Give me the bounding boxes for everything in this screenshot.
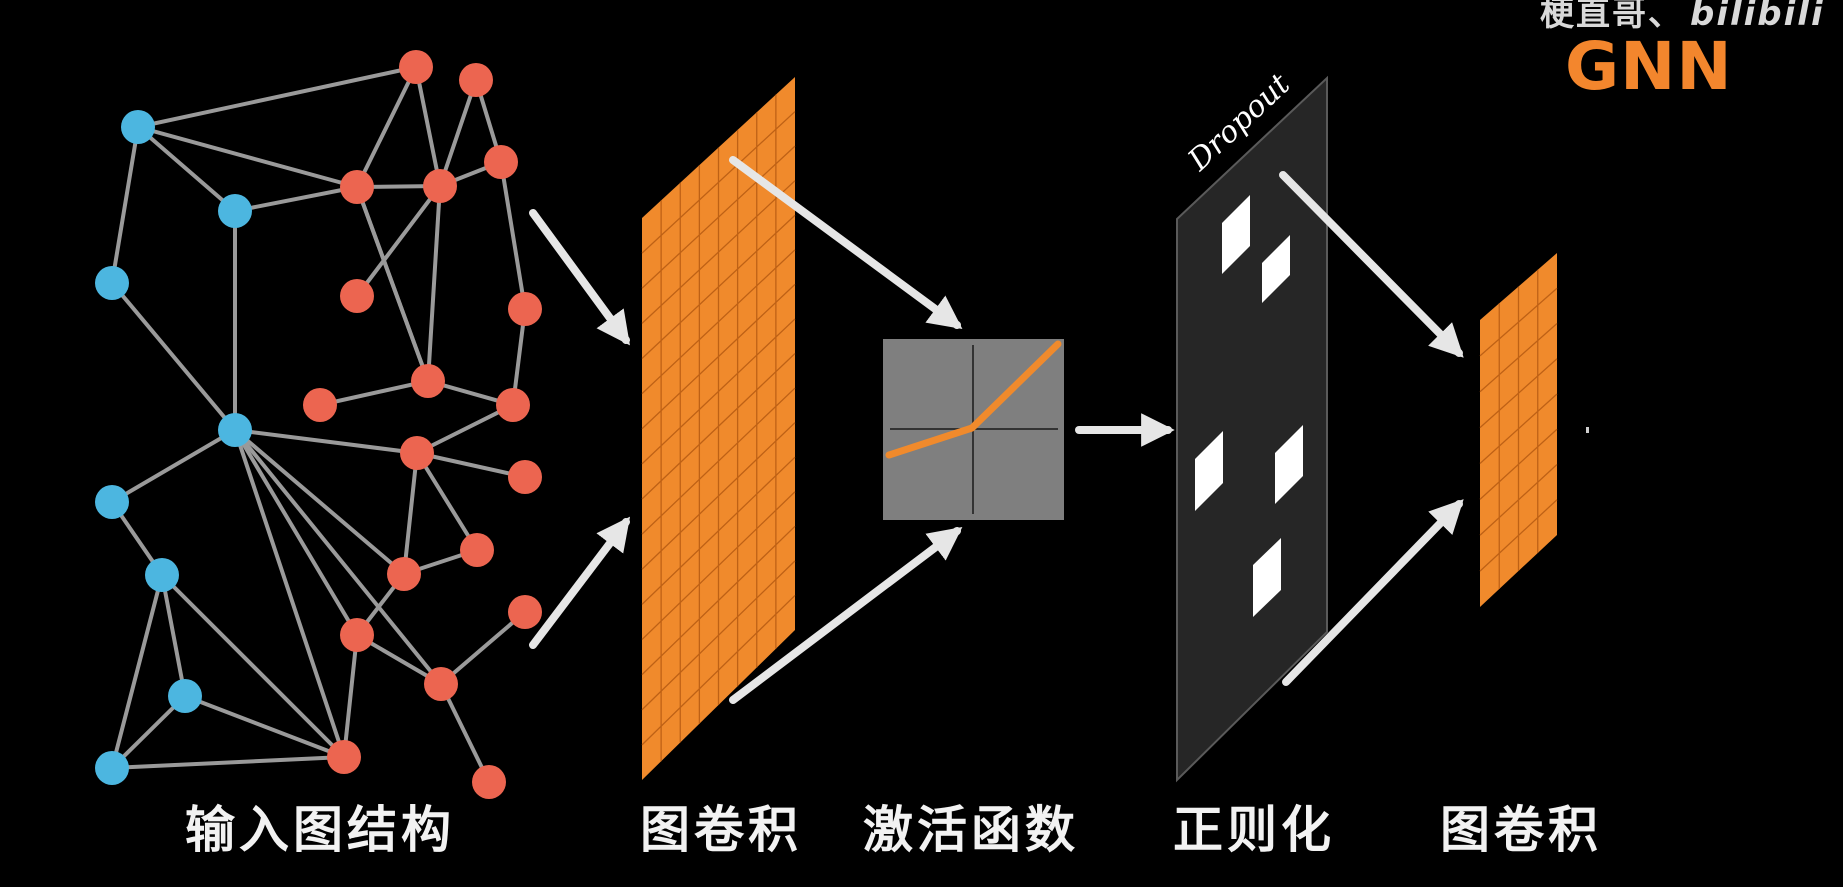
graph-node [400,436,434,470]
graph-edge [136,65,418,129]
graph-edge [183,694,346,759]
graph-node [340,170,374,204]
graph-edge [136,125,359,189]
graph-node [303,388,337,422]
input-graph [95,50,542,799]
graph-node [95,266,129,300]
graph-node [508,595,542,629]
graph-edge [136,125,237,213]
graph-node [459,63,493,97]
graph-node [168,679,202,713]
graph-node [496,388,530,422]
graph-node [121,110,155,144]
gcn-layer-1 [641,77,796,780]
graph-edge [233,428,346,759]
graph-node [218,194,252,228]
graph-edge [110,755,346,770]
graph-node [95,485,129,519]
graph-edge [233,428,419,455]
graph-edge [110,428,237,504]
dropout-panel: Dropout [1176,66,1328,783]
caption-regularization: 正则化 [1173,801,1335,859]
graph-edge [438,78,478,188]
graph-node [424,667,458,701]
graph-node [340,279,374,313]
watermark-gnn: GNN [1565,28,1733,105]
graph-edge [110,125,140,285]
graph-edge [233,428,359,637]
caption-input-graph: 输入图结构 [185,801,455,859]
graph-edge [499,160,527,311]
dropout-cells [1195,195,1303,617]
graph-node [399,50,433,84]
graph-node [472,765,506,799]
graph-edge [355,184,442,298]
graph-node [508,460,542,494]
graph-node [387,557,421,591]
graph-node [484,145,518,179]
graph-edge [426,184,442,383]
graph-node [327,740,361,774]
graph-edges [110,65,527,784]
caption-gcn-1: 图卷积 [640,801,802,859]
graph-edge [110,573,164,770]
relu-curve [885,340,1062,459]
watermark-author: 梗直哥、bilibili [1540,0,1825,34]
graph-edge [402,451,419,576]
gcn-layer-2 [1479,253,1558,607]
graph-edge [160,573,346,759]
graph-node [411,364,445,398]
caption-activation: 激活函数 [863,801,1079,859]
activation-panel [883,339,1064,520]
graph-edge [414,65,442,188]
graph-edge [233,428,406,576]
graph-edge [355,65,418,189]
graph-edge [110,694,187,770]
graph-node [95,751,129,785]
graph-edge [415,451,527,479]
graph-nodes [95,50,542,799]
graph-edge [110,281,237,432]
graph-edge [415,451,479,552]
graph-node [340,618,374,652]
flow-arrows [529,156,1464,704]
graph-node [218,413,252,447]
graph-edge [439,610,527,686]
graph-edge [342,633,359,759]
graph-edge [160,573,187,698]
caption-gcn-2: 图卷积 [1440,801,1602,859]
graph-edge [318,379,430,407]
graph-node [423,169,457,203]
graph-node [460,533,494,567]
graph-edge [355,185,430,383]
graph-edge [415,403,515,455]
graph-edge [233,428,443,686]
graph-edge [439,682,491,784]
graph-edge [233,185,359,213]
graph-node [145,558,179,592]
graph-node [508,292,542,326]
